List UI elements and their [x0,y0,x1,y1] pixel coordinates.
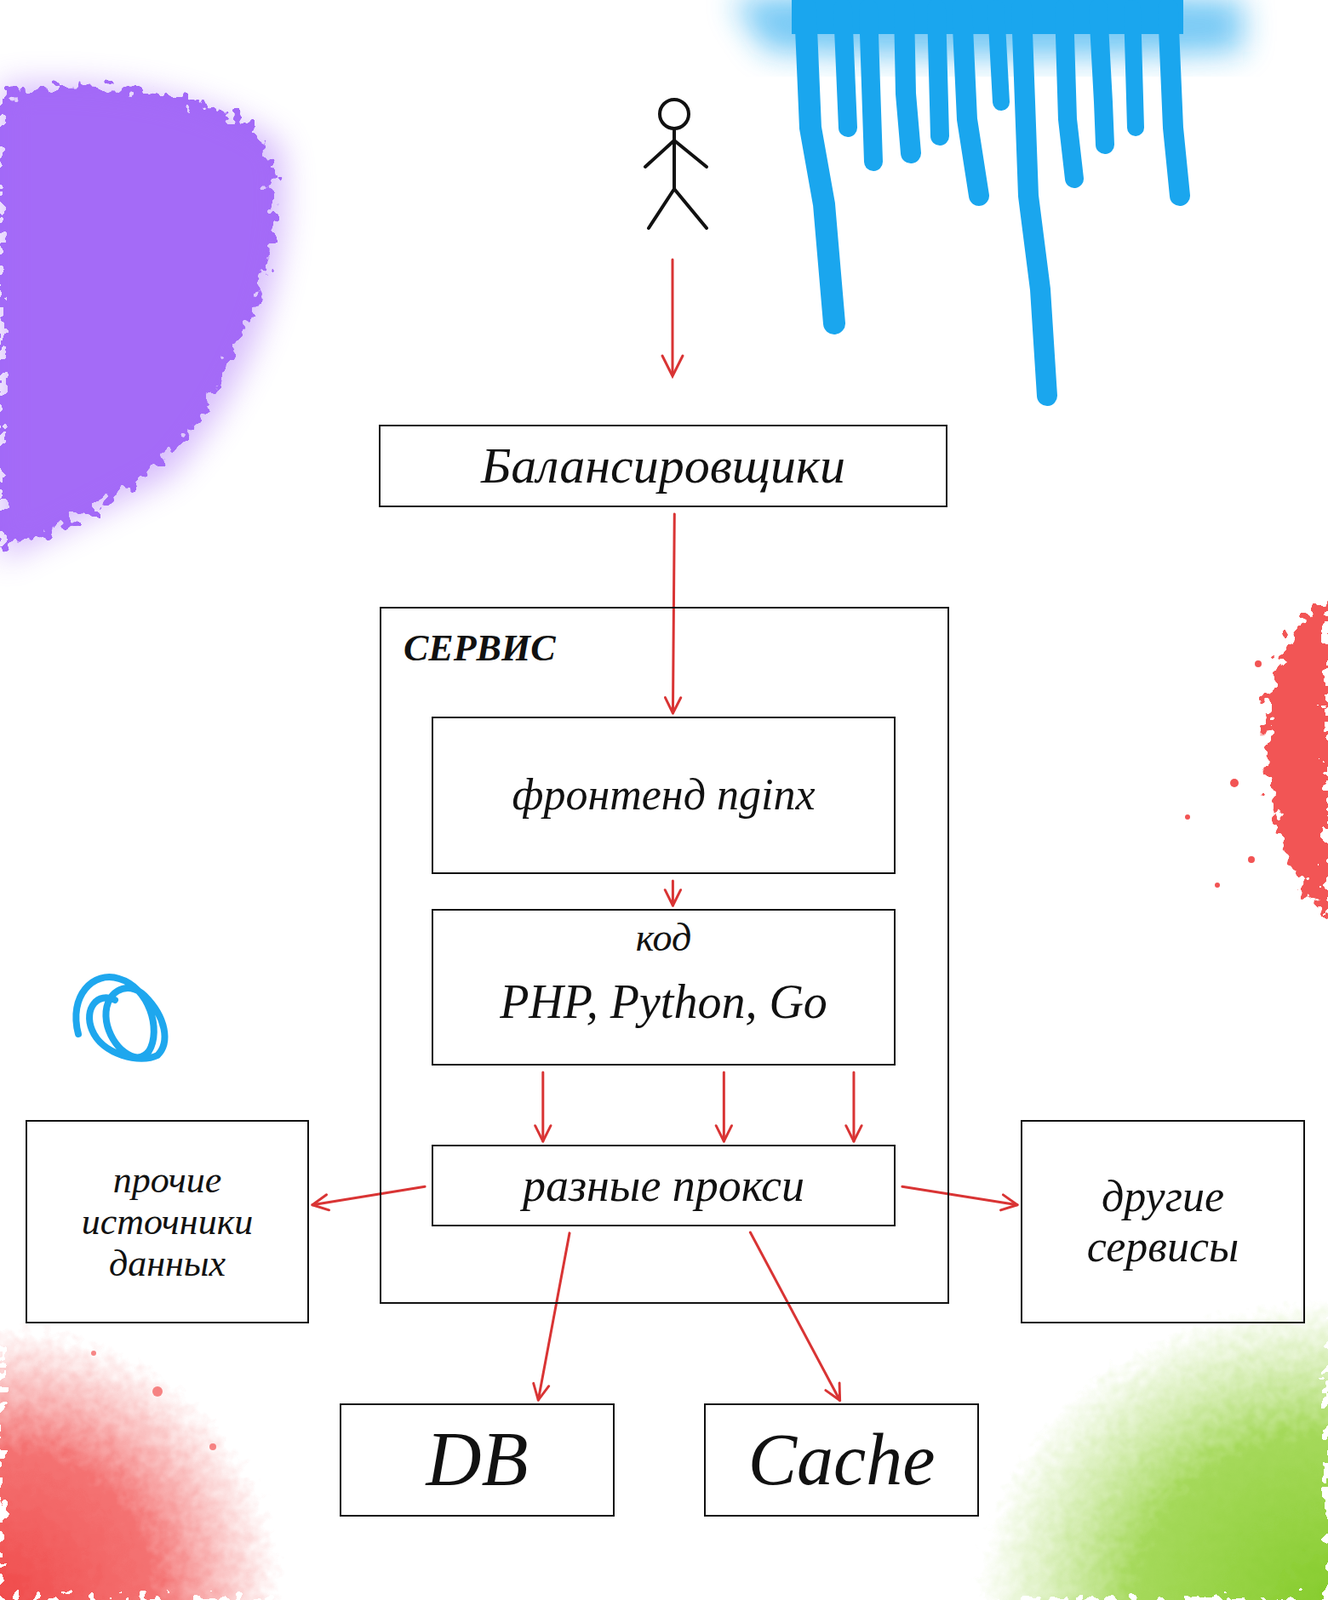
proxy-box: разные прокси [431,1144,896,1227]
box-label: PHP, Python, Go [489,960,838,1030]
service-container: фронтенд nginx кодPHP, Python, Go разные п… [379,606,950,1305]
flow-arrow [312,1186,425,1205]
frontend-box: фронтенд nginx [431,716,896,875]
red-spray-bottom-left [0,1328,281,1600]
code-box: кодPHP, Python, Go [431,909,896,1066]
flow-arrow [722,1072,726,1142]
flow-arrow [749,1232,840,1401]
stick-figure [645,99,707,229]
data-source-box: прочие источники данных [25,1120,310,1324]
user-arrow [662,259,683,377]
flow-arrow [902,1186,1018,1205]
flow-arrow [538,1233,570,1401]
green-spray [978,1302,1328,1600]
database-box: DB [339,1403,615,1517]
box-label: Cache [732,1419,951,1501]
cache-box: Cache [704,1403,979,1517]
box-label: Балансировщики [465,437,861,495]
box-label: DB [411,1417,544,1504]
balancer-box: Балансировщики [378,424,948,508]
flow-arrow [541,1072,544,1142]
box-heading: код [625,910,702,961]
flow-arrow [852,1072,855,1142]
box-label: другие сервисы [1022,1172,1304,1271]
flow-arrow [671,881,675,906]
container-heading: СЕРВИС [381,608,948,670]
service-box: другие сервисы [1020,1120,1306,1324]
flow-arrow [672,514,675,714]
box-label: разные прокси [507,1160,820,1212]
blue-scribble [75,977,165,1059]
purple-spray [0,83,285,562]
blue-drips [732,0,1243,396]
box-label: фронтенд nginx [497,770,831,820]
red-spray-right [1184,595,1328,920]
box-label: прочие источники данных [27,1159,308,1286]
